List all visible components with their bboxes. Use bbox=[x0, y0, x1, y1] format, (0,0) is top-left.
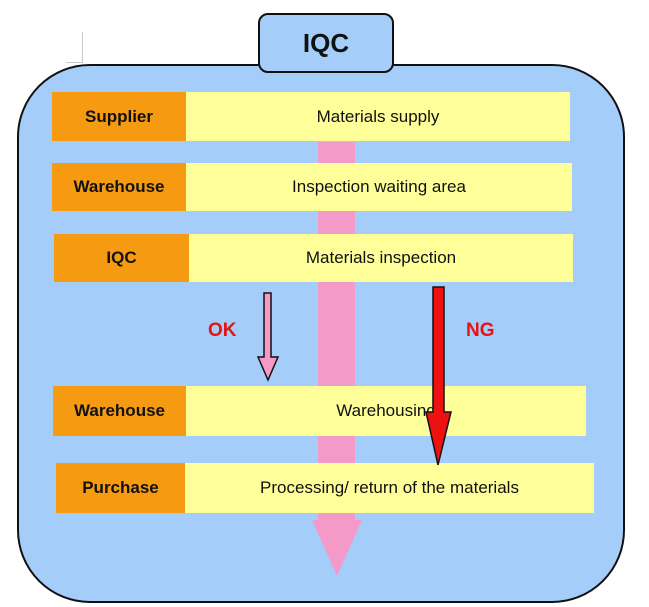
role-warehouse-2: Warehouse bbox=[53, 386, 186, 436]
corner-crop-mark bbox=[66, 32, 83, 63]
step-materials-supply: Materials supply bbox=[186, 92, 570, 141]
role-iqc: IQC bbox=[54, 234, 189, 282]
ng-label: NG bbox=[466, 320, 495, 341]
ok-label: OK bbox=[208, 320, 237, 341]
step-materials-inspection: Materials inspection bbox=[189, 234, 573, 282]
step-inspection-waiting-area: Inspection waiting area bbox=[186, 163, 572, 211]
role-supplier: Supplier bbox=[52, 92, 186, 141]
step-warehousing: Warehousing bbox=[186, 386, 586, 436]
role-warehouse: Warehouse bbox=[52, 163, 186, 211]
diagram-title: IQC bbox=[258, 13, 394, 73]
role-purchase: Purchase bbox=[56, 463, 185, 513]
step-processing-return: Processing/ return of the materials bbox=[185, 463, 594, 513]
